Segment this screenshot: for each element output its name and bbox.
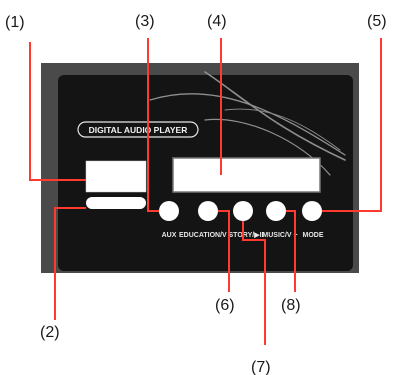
music-button-label: MUSIC/V +	[262, 232, 297, 239]
music-volume-up-button[interactable]	[266, 201, 286, 221]
brand-label: DIGITAL AUDIO PLAYER	[89, 125, 188, 135]
callout-5: (5)	[367, 13, 387, 30]
callout-3: (3)	[135, 13, 155, 30]
callout-2: (2)	[40, 324, 60, 341]
leader-line-6	[218, 210, 230, 292]
leader-line-2	[54, 207, 86, 320]
leader-line-1	[29, 42, 86, 181]
story-play-pause-button[interactable]	[233, 201, 253, 221]
lcd-screen	[172, 157, 321, 193]
brand-badge	[77, 121, 199, 138]
leader-line-8	[286, 210, 296, 292]
callout-7: (7)	[251, 359, 271, 375]
callout-8: (8)	[281, 297, 301, 314]
story-button-label: STORY/▶II	[229, 232, 264, 239]
card-slot-window	[85, 160, 147, 193]
callout-6: (6)	[215, 297, 235, 314]
aux-button[interactable]	[159, 201, 179, 221]
leader-line-7	[242, 221, 266, 345]
mode-button-label: MODE	[303, 232, 324, 239]
callout-1: (1)	[5, 14, 25, 31]
aux-button-label: AUX	[162, 232, 177, 239]
leader-line-3	[147, 38, 159, 212]
mode-button[interactable]	[302, 201, 322, 221]
education-volume-down-button[interactable]	[198, 201, 218, 221]
education-button-label: EDUCATION/V -	[179, 232, 232, 239]
swoosh-decoration	[149, 71, 346, 176]
callout-4: (4)	[207, 13, 227, 30]
callout-leader-lines	[29, 38, 382, 345]
leader-line-5	[322, 38, 382, 212]
usb-slot	[86, 197, 146, 209]
